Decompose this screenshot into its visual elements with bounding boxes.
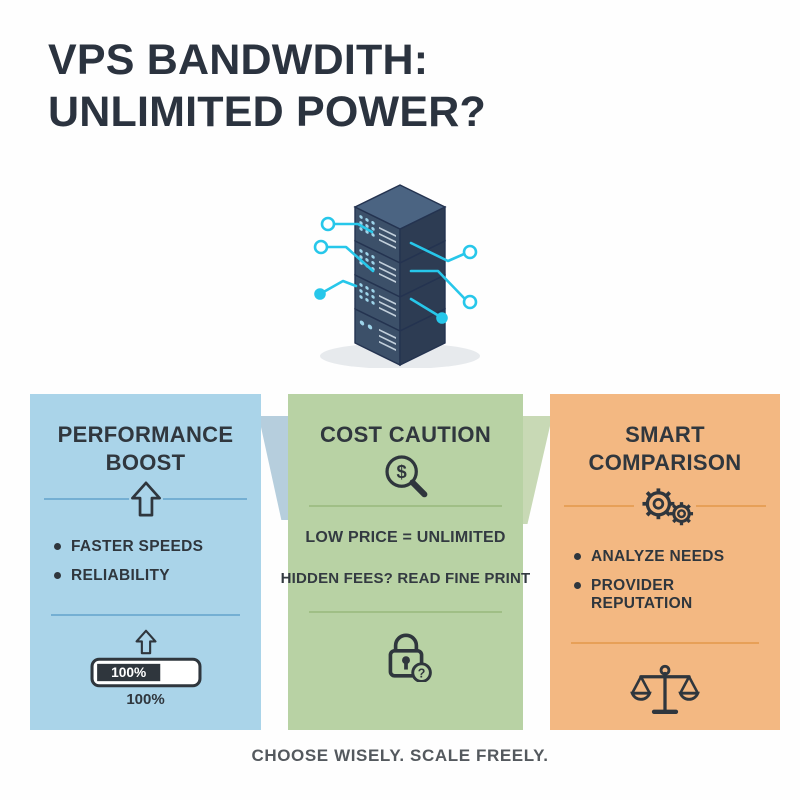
page-title: VPS BANDWDITH: UNLIMITED POWER? — [48, 34, 608, 139]
panel-cost-caution: COST CAUTION $ LOW PRICE = UNLIMITED HID… — [281, 394, 530, 730]
bullet-label: FASTER SPEEDS — [71, 538, 204, 555]
list-item: ANALYZE NEEDS — [574, 548, 780, 566]
up-arrow-icon — [130, 481, 161, 517]
footer-tagline: CHOOSE WISELY. SCALE FREELY. — [251, 746, 549, 765]
cost-divider-2 — [309, 610, 502, 613]
panel-performance-boost: PERFORMANCE BOOST FASTER SPEEDS RELIABIL… — [30, 394, 261, 730]
small-up-arrow-icon — [134, 629, 157, 655]
list-item: FASTER SPEEDS — [54, 538, 203, 556]
bullet-dot — [54, 572, 61, 579]
balance-scale-icon — [630, 664, 700, 714]
list-item: RELIABILITY — [54, 567, 203, 585]
bullet-label: ANALYZE NEEDS — [591, 548, 725, 565]
performance-divider — [43, 480, 248, 518]
panel-cost-title: COST CAUTION — [319, 422, 492, 447]
question-symbol: ? — [417, 666, 425, 680]
performance-bullet-list: FASTER SPEEDS RELIABILITY — [54, 538, 203, 596]
bullet-dot — [574, 553, 581, 560]
progress-value-label: 100% — [111, 665, 146, 680]
comparison-bullet-list: ANALYZE NEEDS PROVIDER REPUTATION — [574, 548, 780, 624]
cost-line-1: LOW PRICE = UNLIMITED — [305, 528, 506, 546]
cost-line-2: HIDDEN FEES? READ FINE PRINT — [280, 569, 531, 587]
magnifier-dollar-icon: $ — [384, 454, 427, 497]
lock-question-icon: ? — [388, 633, 432, 682]
panel-performance-title: PERFORMANCE BOOST — [57, 422, 234, 475]
performance-divider-2 — [50, 614, 241, 616]
bullet-dot — [574, 582, 581, 589]
progress-bar: 100% — [90, 657, 201, 688]
panel-smart-comparison: SMART COMPARISON — [550, 394, 780, 730]
server-stack-illustration — [280, 166, 520, 369]
bullet-dot — [54, 543, 61, 550]
page-title-line2: UNLIMITED POWER? — [48, 88, 486, 137]
comparison-divider-2 — [570, 642, 760, 644]
server-stack-icon — [313, 184, 480, 369]
gears-icon — [642, 488, 694, 526]
list-item: PROVIDER REPUTATION — [574, 577, 780, 613]
page-title-line1: VPS BANDWDITH: — [48, 36, 429, 84]
cost-divider — [309, 504, 502, 507]
dollar-symbol: $ — [396, 461, 406, 482]
panel-comparison-title: SMART COMPARISON — [588, 422, 742, 475]
progress-caption: 100% — [126, 691, 165, 708]
bullet-label: RELIABILITY — [71, 567, 170, 584]
comparison-divider — [563, 484, 767, 528]
bullet-label: PROVIDER REPUTATION — [591, 577, 693, 612]
decorative-wedge-green — [520, 416, 553, 524]
